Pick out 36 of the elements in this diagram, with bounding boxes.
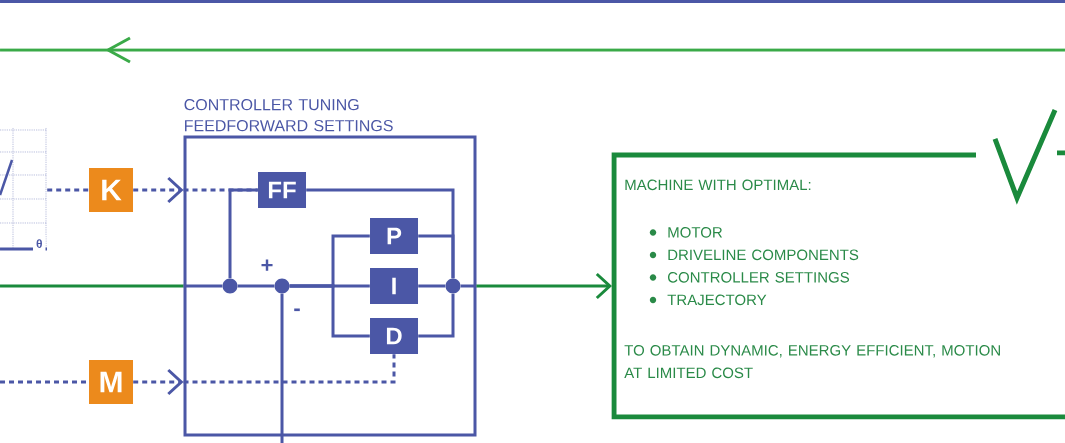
connector xyxy=(237,284,275,288)
connector xyxy=(280,293,284,443)
node-label: MOTOR xyxy=(668,227,723,238)
dashed-arrow xyxy=(133,368,184,396)
connector xyxy=(418,234,455,279)
connector xyxy=(418,293,455,338)
control-block: P xyxy=(370,218,418,254)
control-block: I xyxy=(370,268,418,304)
node-label: TO OBTAIN DYNAMIC, ENERGY EFFICIENT, MOTION AT LIMITED COST xyxy=(624,345,1000,379)
connector xyxy=(0,284,184,288)
node-label: MACHINE WITH OPTIMAL: xyxy=(625,179,811,191)
connector xyxy=(228,188,258,279)
letter-box: K xyxy=(89,168,133,212)
dashed-connector xyxy=(183,354,396,384)
junction-dot xyxy=(445,278,461,294)
connector xyxy=(289,284,370,338)
chart-drawing: θ xyxy=(0,127,48,251)
node-label: CONTROLLER SETTINGS xyxy=(667,272,850,283)
dashed-connector xyxy=(47,188,89,192)
connector xyxy=(460,284,477,288)
letter-box: M xyxy=(89,360,133,404)
arrow xyxy=(476,272,612,300)
control-block: FF xyxy=(258,172,306,208)
control-block: D xyxy=(370,318,418,354)
node-label: DRIVELINE COMPONENTS xyxy=(668,249,859,261)
sign-label: - xyxy=(294,308,300,312)
sign-label: + xyxy=(261,259,273,271)
connector xyxy=(183,284,223,288)
dashed-connector xyxy=(0,380,89,384)
node-label: CONTROLLER TUNING FEEDFORWARD SETTINGS xyxy=(184,98,393,132)
dashed-arrow xyxy=(133,176,184,204)
connector xyxy=(418,284,446,288)
junction-dot xyxy=(274,278,290,294)
result-box: MACHINE WITH OPTIMAL: MOTOR DRIVELINE COMPONENTS CONTROLLER SETTINGS TRAJECTORY TO OBTAIN DYNAMIC, ENERGY EFFICIENT, MOTION AT LIMITED COST xyxy=(611,150,1065,420)
junction-dot xyxy=(222,278,238,294)
node-label: TRAJECTORY xyxy=(667,294,767,306)
